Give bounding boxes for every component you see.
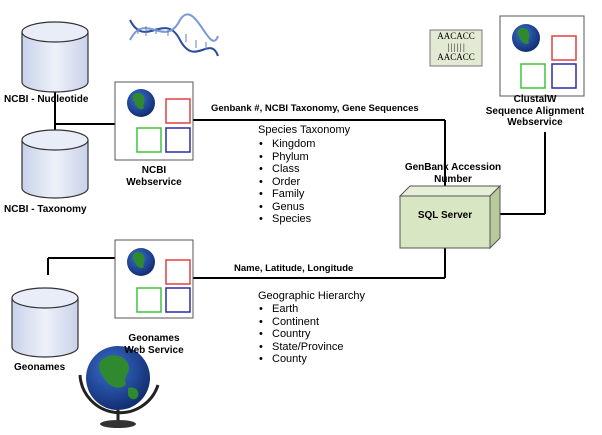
list-item: Order [258, 176, 315, 189]
connection-label-line: GenBank Accession [404, 162, 502, 173]
green-square-icon [136, 287, 162, 313]
geographic-hierarchy-heading: Geographic Hierarchy [258, 290, 365, 302]
list-item: Phylum [258, 151, 315, 164]
geographic-hierarchy-list: Earth Continent Country State/Province C… [258, 303, 344, 366]
list-item: County [258, 353, 344, 366]
sequence-card-text: AACACC | | | | | | AACACC [430, 31, 482, 63]
sequence-card [429, 29, 483, 67]
list-item: Class [258, 163, 315, 176]
blue-square-icon [551, 63, 577, 89]
species-taxonomy-list: Kingdom Phylum Class Order Family Genus … [258, 138, 315, 226]
database-label-taxonomy: NCBI - Taxonomy [4, 204, 87, 215]
list-item: Family [258, 188, 315, 201]
database-cylinder-nucleotide [21, 21, 89, 93]
service-label-line: Web Service [124, 344, 184, 356]
ncbi-webservice-box [114, 81, 194, 161]
connection-label-geonames: Name, Latitude, Longitude [234, 263, 354, 274]
list-item: Kingdom [258, 138, 315, 151]
blue-square-icon [165, 287, 191, 313]
service-label-line: Webservice [126, 176, 182, 188]
service-label-line: NCBI [141, 165, 167, 176]
list-item: Species [258, 213, 315, 226]
list-item: State/Province [258, 341, 344, 354]
green-square-icon [136, 127, 162, 153]
sql-server-label: SQL Server [417, 210, 473, 221]
sequence-line: | | | | | | [447, 41, 465, 52]
service-label-line: ClustalW [513, 94, 557, 105]
database-cylinder-taxonomy [21, 129, 89, 199]
connection-label-line: Number [434, 173, 472, 185]
connection-label-accession: GenBank Accession Number [398, 162, 508, 185]
clustalw-webservice-label: ClustalW Sequence Alignment Webservice [470, 94, 600, 129]
dna-helix-icon [129, 13, 219, 57]
service-label-line: Geonames [128, 333, 180, 344]
sql-server-box [398, 184, 502, 250]
blue-square-icon [165, 127, 191, 153]
red-square-icon [551, 35, 577, 61]
connection-label-ncbi: Genbank #, NCBI Taxonomy, Gene Sequences [211, 103, 419, 114]
clustalw-webservice-box [499, 15, 585, 97]
list-item: Country [258, 328, 344, 341]
red-square-icon [165, 259, 191, 285]
service-label-line: Webservice [507, 117, 563, 128]
green-square-icon [520, 63, 546, 89]
connector-lines [47, 92, 546, 279]
list-item: Earth [258, 303, 344, 316]
service-label-line: Sequence Alignment [485, 105, 585, 117]
desk-globe-icon [78, 346, 160, 428]
geonames-webservice-box [114, 239, 194, 319]
list-item: Genus [258, 201, 315, 214]
geonames-webservice-label: Geonames Web Service [108, 333, 200, 356]
species-taxonomy-heading: Species Taxonomy [258, 124, 351, 136]
database-label-geonames: Geonames [14, 362, 66, 373]
database-label-nucleotide: NCBI - Nucleotide [4, 94, 89, 105]
sequence-line: AACACC [437, 31, 475, 41]
red-square-icon [165, 98, 191, 124]
database-cylinder-geonames [11, 287, 79, 358]
list-item: Continent [258, 316, 344, 329]
ncbi-webservice-label: NCBI Webservice [115, 165, 193, 188]
sequence-line: AACACC [437, 52, 475, 62]
